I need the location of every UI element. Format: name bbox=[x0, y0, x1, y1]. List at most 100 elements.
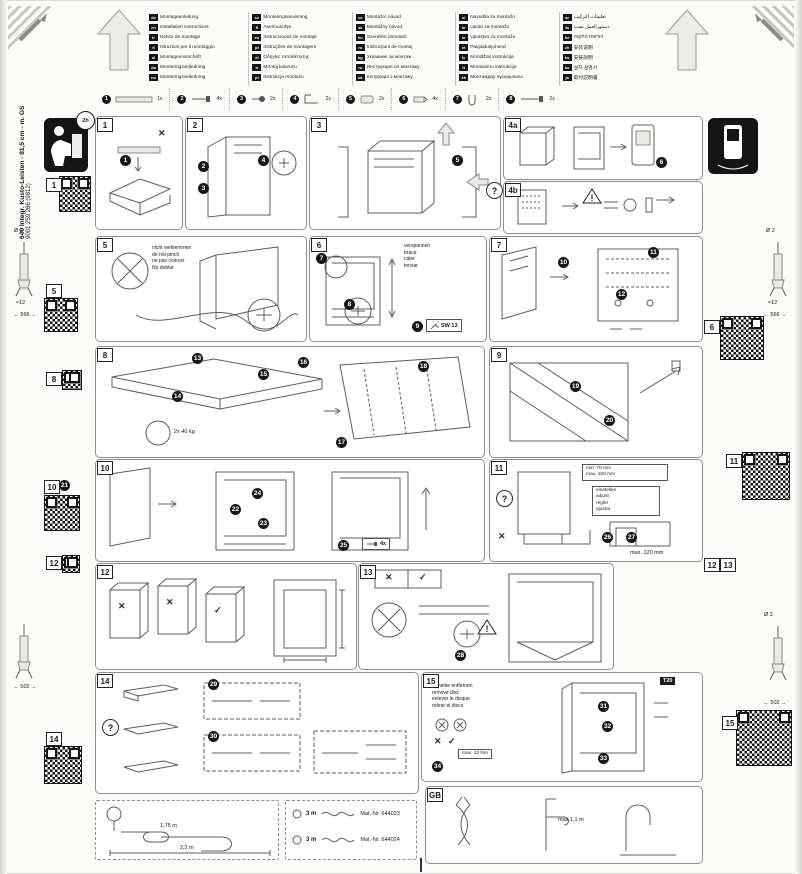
language-title: Installation instructions bbox=[160, 24, 209, 30]
hose-length-panel: 1,75 m 2,2 m bbox=[95, 800, 279, 860]
caulking-gun-icon bbox=[15, 624, 33, 679]
step-panel-5: 5 nicht verklemmen do not pinch ne pas c… bbox=[95, 236, 307, 342]
qr-code-step-8 bbox=[62, 370, 82, 390]
language-title: Navodila za montažo bbox=[470, 14, 516, 20]
part-count: 2x bbox=[325, 96, 331, 102]
language-code-badge: he bbox=[562, 33, 572, 41]
part-item: 2 4x bbox=[169, 88, 228, 110]
step-badge-9: 9 bbox=[491, 348, 507, 362]
language-title: دستورالعمل نصب bbox=[573, 24, 610, 30]
language-code-badge: tw bbox=[562, 53, 572, 61]
width-dimension-566: 566 bbox=[2, 312, 48, 318]
callout-31: 31 bbox=[598, 701, 609, 712]
language-code-badge: hr bbox=[459, 23, 469, 31]
part-number-badge: 7 bbox=[452, 94, 462, 104]
qr-step-badge-1: 1 bbox=[46, 178, 62, 192]
max-height-label: max. 160 mm bbox=[586, 472, 616, 478]
language-code-badge: sr bbox=[459, 33, 469, 41]
width-dimension-566: 566 bbox=[752, 312, 798, 318]
qr-code-step-11 bbox=[742, 452, 790, 500]
page-edge-left bbox=[0, 0, 7, 874]
note-line: tensar bbox=[404, 262, 418, 269]
leveling-sketch bbox=[324, 255, 396, 326]
part-count: 4x bbox=[216, 96, 222, 102]
language-code-badge: fr bbox=[149, 33, 158, 41]
language-title: Montāžas instrukcija bbox=[470, 54, 514, 60]
part-number-badge: 4 bbox=[290, 94, 300, 104]
document-vertical-title: 640 Integr. Kusto-Leisten - 81,5 cm - m.… bbox=[19, 81, 32, 239]
language-code-badge: nl bbox=[149, 53, 158, 61]
callout-30: 30 bbox=[208, 731, 219, 742]
callout-1: 1 bbox=[120, 155, 131, 166]
qr-step-badge-15: 15 bbox=[722, 716, 738, 730]
callout-10: 10 bbox=[558, 257, 569, 268]
part-number-badge: 2 bbox=[177, 94, 187, 104]
language-title: Монтаждау нұсқаулығы bbox=[470, 74, 523, 80]
language-code-badge: zh bbox=[562, 43, 572, 51]
step-badge-1: 1 bbox=[97, 118, 113, 132]
note-line: retirar el disco bbox=[432, 702, 464, 709]
qr-step-badge-13: 13 bbox=[720, 558, 736, 572]
qr-code-step-12 bbox=[62, 555, 80, 573]
language-code-badge: sk bbox=[355, 23, 365, 31]
callout-8: 8 bbox=[344, 299, 355, 310]
step-badge-13: 13 bbox=[360, 565, 376, 579]
language-title: Uputstvo za montažu bbox=[470, 34, 516, 40]
qr-step-badge-12: 12 bbox=[46, 556, 62, 570]
cross-mark: ✕ bbox=[434, 736, 442, 746]
remove-disc-note: Scheibe entfernen remove disc enlever le… bbox=[432, 683, 473, 709]
caulking-gun-icon bbox=[769, 242, 787, 297]
callout-16: 16 bbox=[298, 357, 309, 368]
step-badge-4b: 4b bbox=[505, 183, 521, 197]
scan-qr-pictogram bbox=[708, 118, 758, 174]
hose-icon bbox=[321, 837, 355, 843]
pencil-icon bbox=[755, 13, 784, 42]
language-code-badge: no bbox=[149, 73, 158, 81]
note-line: ne pas coincer bbox=[152, 258, 185, 264]
language-code-badge: pt bbox=[252, 43, 262, 51]
step-badge-2: 2 bbox=[187, 118, 203, 132]
language-code-badge: sv bbox=[252, 13, 262, 21]
step-badge-8: 8 bbox=[97, 348, 113, 362]
extension-kit-panel: 3 m Mat.-Nr. 644023 3 m Mat.-Nr. 644024 bbox=[285, 800, 417, 860]
note-line: No doblar bbox=[152, 264, 174, 271]
part-count: 2x bbox=[549, 96, 555, 102]
question-bubble: ? bbox=[496, 490, 513, 507]
language-code-badge: da bbox=[149, 63, 158, 71]
language-code-badge: kk bbox=[459, 73, 469, 81]
language-code-badge: lt bbox=[459, 63, 469, 71]
callout-27: 27 bbox=[626, 532, 637, 543]
do-not-pinch-note: nicht verklemmen do not pinch ne pas coi… bbox=[152, 245, 191, 271]
drill-diameter-label: Ø 2 bbox=[766, 228, 775, 234]
callout-14: 14 bbox=[172, 391, 183, 402]
language-code-badge: fa bbox=[562, 23, 572, 31]
qr-step-badge-12: 12 bbox=[704, 558, 720, 572]
language-title: Montaj kılavuzu bbox=[263, 64, 297, 70]
recycle-arrows-icon bbox=[292, 809, 302, 819]
cap-part-icon bbox=[360, 95, 374, 104]
document-number: 9001 259 286 (9812) bbox=[26, 183, 32, 239]
callout-17: 17 bbox=[336, 437, 347, 448]
language-code-badge: cs bbox=[355, 13, 365, 21]
language-title: Montážny návod bbox=[366, 24, 403, 30]
gb-badge: GB bbox=[427, 788, 443, 802]
